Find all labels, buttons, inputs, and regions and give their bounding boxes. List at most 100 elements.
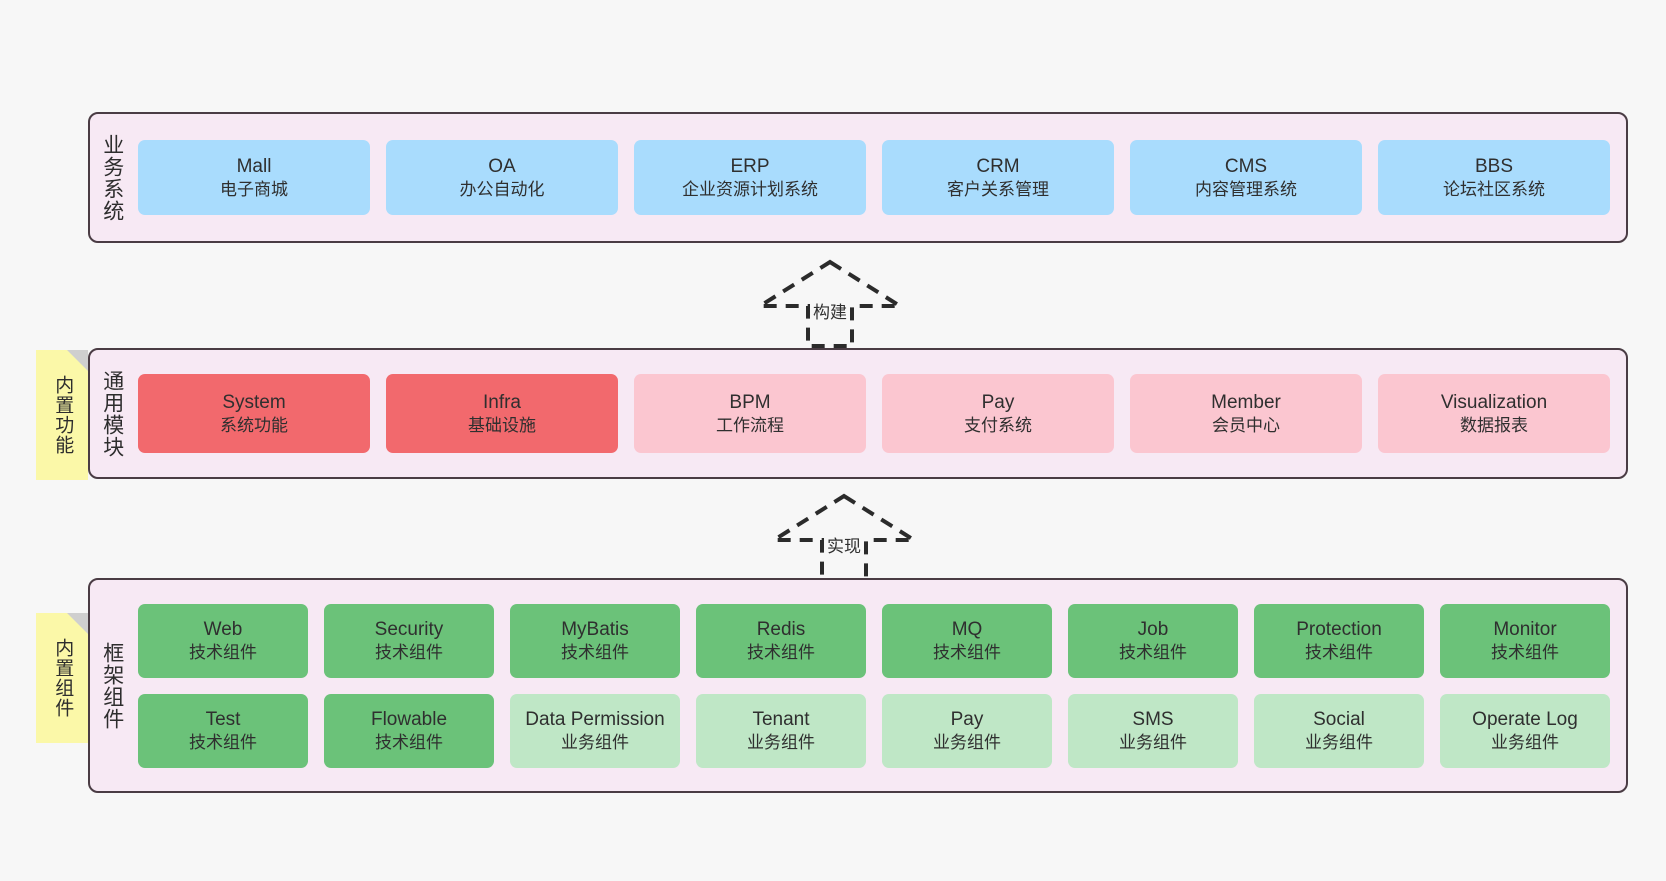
component-name: Job xyxy=(1137,619,1169,641)
implement-arrow-label: 实现 xyxy=(827,537,861,556)
component-desc: 数据报表 xyxy=(1460,415,1528,435)
layer-title-business: 业务系统 xyxy=(100,133,124,222)
component-name: Member xyxy=(1211,392,1281,414)
component-name: BPM xyxy=(729,392,771,414)
component-desc: 基础设施 xyxy=(468,415,536,435)
note-builtin-features: 内置功能 xyxy=(36,350,88,480)
build-arrow: 构建 xyxy=(753,258,907,348)
component-desc: 技术组件 xyxy=(747,642,815,662)
component-desc: 工作流程 xyxy=(716,415,784,435)
component-desc: 业务组件 xyxy=(561,732,629,752)
component-name: Data Permission xyxy=(525,709,665,731)
component-name: OA xyxy=(488,156,516,178)
component-name: ERP xyxy=(730,156,770,178)
component-desc: 会员中心 xyxy=(1212,415,1280,435)
component-name: Pay xyxy=(950,709,984,731)
component-desc: 业务组件 xyxy=(1119,732,1187,752)
component-desc: 业务组件 xyxy=(1305,732,1373,752)
component-desc: 论坛社区系统 xyxy=(1443,179,1545,199)
component-desc: 技术组件 xyxy=(375,732,443,752)
component-name: Test xyxy=(205,709,241,731)
component-name: Social xyxy=(1313,709,1365,731)
component-name: BBS xyxy=(1474,156,1514,178)
component-desc: 业务组件 xyxy=(933,732,1001,752)
note-builtin-components: 内置组件 xyxy=(36,613,88,743)
component-desc: 业务组件 xyxy=(747,732,815,752)
component-name: System xyxy=(222,392,286,414)
component-name: Web xyxy=(203,619,243,641)
component-name: MyBatis xyxy=(561,619,629,641)
component-desc: 技术组件 xyxy=(561,642,629,662)
component-desc: 客户关系管理 xyxy=(947,179,1049,199)
component-desc: 企业资源计划系统 xyxy=(682,179,818,199)
component-desc: 技术组件 xyxy=(1491,642,1559,662)
component-name: CRM xyxy=(976,156,1020,178)
component-desc: 办公自动化 xyxy=(459,179,545,199)
component-desc: 技术组件 xyxy=(189,642,257,662)
component-desc: 业务组件 xyxy=(1491,732,1559,752)
component-name: Redis xyxy=(756,619,806,641)
layer-title-framework: 框架组件 xyxy=(100,641,124,730)
component-name: Security xyxy=(374,619,444,641)
component-desc: 技术组件 xyxy=(1119,642,1187,662)
component-name: Mall xyxy=(236,156,272,178)
implement-arrow: 实现 xyxy=(767,492,921,582)
layer-title-common: 通用模块 xyxy=(100,369,124,458)
component-desc: 技术组件 xyxy=(1305,642,1373,662)
component-name: Visualization xyxy=(1440,392,1548,414)
component-name: Pay xyxy=(981,392,1015,414)
component-name: CMS xyxy=(1224,156,1268,178)
component-desc: 内容管理系统 xyxy=(1195,179,1297,199)
component-desc: 支付系统 xyxy=(964,415,1032,435)
component-name: SMS xyxy=(1132,709,1174,731)
component-name: Operate Log xyxy=(1472,709,1578,731)
component-name: MQ xyxy=(951,619,983,641)
component-name: Flowable xyxy=(370,709,448,731)
component-desc: 电子商城 xyxy=(220,179,288,199)
component-desc: 系统功能 xyxy=(220,415,288,435)
build-arrow-label: 构建 xyxy=(813,303,847,322)
component-desc: 技术组件 xyxy=(375,642,443,662)
component-name: Tenant xyxy=(752,709,810,731)
component-name: Protection xyxy=(1296,619,1382,641)
